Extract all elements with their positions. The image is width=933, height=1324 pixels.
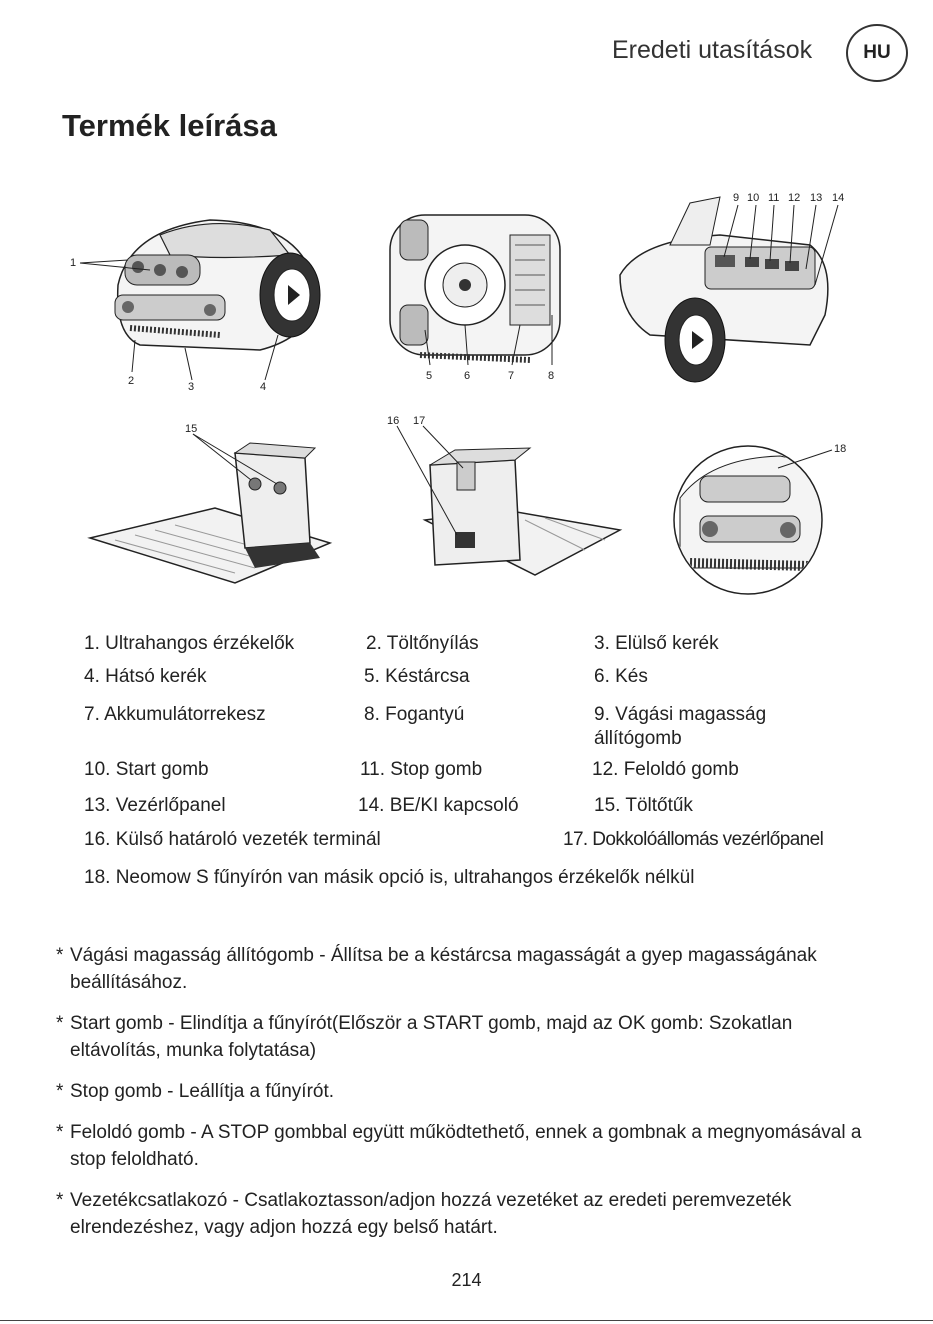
legend-item: 10. Start gomb [84,759,209,780]
legend-item: 15. Töltőtűk [594,795,693,816]
callout-10: 10 [747,192,759,204]
callout-5: 5 [426,370,432,382]
callout-13: 13 [810,192,822,204]
note-bullet: * [56,1013,64,1034]
note-bullet: * [56,1122,64,1143]
note-bullet: * [56,1081,64,1102]
note-bullet: * [56,1190,64,1211]
document-header-title: Eredeti utasítások [612,36,813,64]
note-text: Feloldó gomb - A STOP gombbal együtt műk… [70,1122,862,1170]
legend-item: 9. Vágási magasság állítógomb [594,704,767,749]
callout-12: 12 [788,192,800,204]
legend-item: 16. Külső határoló vezeték terminál [84,829,381,850]
callout-8: 8 [548,370,554,382]
language-badge: HU [846,24,908,82]
note-bullet: * [56,945,64,966]
callout-14: 14 [832,192,844,204]
legend-item: 2. Töltőnyílás [366,633,479,654]
note-text: Start gomb - Elindítja a fűnyírót(Előszö… [70,1013,793,1061]
legend-item: 12. Feloldó gomb [592,759,739,780]
callout-15: 15 [185,423,197,435]
legend-item: 11. Stop gomb [360,759,483,780]
legend-item: 1. Ultrahangos érzékelők [84,633,295,654]
callout-7: 7 [508,370,514,382]
legend-item: 6. Kés [594,666,648,687]
note-item: * Feloldó gomb - A STOP gombbal együtt mű… [56,1119,876,1173]
page-title: Termék leírása [62,108,277,143]
callout-4: 4 [260,381,266,393]
callout-1: 1 [70,257,76,269]
dock-terminal-illustration: 16 17 [385,410,630,585]
note-item: * Start gomb - Elindítja a fűnyírót(Elősz… [56,1010,876,1064]
mower-front-illustration: 1 2 3 4 [60,200,340,400]
notes-list: * Vágási magasság állítógomb - Állítsa be… [56,942,876,1255]
callout-16: 16 [387,415,399,427]
legend-item: 14. BE/KI kapcsoló [358,795,519,816]
legend-item: 13. Vezérlőpanel [84,795,226,816]
footer-divider [0,1320,933,1321]
callout-18: 18 [834,443,846,455]
legend-item: 17. Dokkolóállomás vezérlőpanel [563,829,824,850]
callout-2: 2 [128,375,134,387]
legend-item: 5. Késtárcsa [364,666,470,687]
note-item: * Vezetékcsatlakozó - Csatlakoztasson/adj… [56,1187,876,1241]
legend-item: 8. Fogantyú [364,704,465,725]
note-item: * Vágási magasság állítógomb - Állítsa be… [56,942,876,996]
page-number: 214 [451,1270,482,1290]
mower-no-sensor-illustration: 18 [670,438,860,603]
legend-item: 7. Akkumulátorrekesz [84,704,266,725]
callout-6: 6 [464,370,470,382]
mower-control-panel-illustration: 9 10 11 12 13 14 [610,185,860,390]
callout-11: 11 [768,192,779,204]
dock-charging-pins-illustration: 15 [85,418,335,593]
note-text: Vágási magasság állítógomb - Állítsa be … [70,945,817,993]
note-text: Stop gomb - Leállítja a fűnyírót. [70,1081,335,1102]
note-text: Vezetékcsatlakozó - Csatlakoztasson/adjo… [70,1190,792,1238]
mower-bottom-illustration: 5 6 7 8 [380,205,580,385]
callout-17: 17 [413,415,425,427]
callout-3: 3 [188,381,194,393]
legend-item: 3. Elülső kerék [594,633,719,654]
callout-9: 9 [733,192,739,204]
legend-item: 18. Neomow S fűnyírón van másik opció is… [84,867,695,888]
legend-item: 4. Hátsó kerék [84,666,207,687]
note-item: * Stop gomb - Leállítja a fűnyírót. [56,1078,876,1105]
